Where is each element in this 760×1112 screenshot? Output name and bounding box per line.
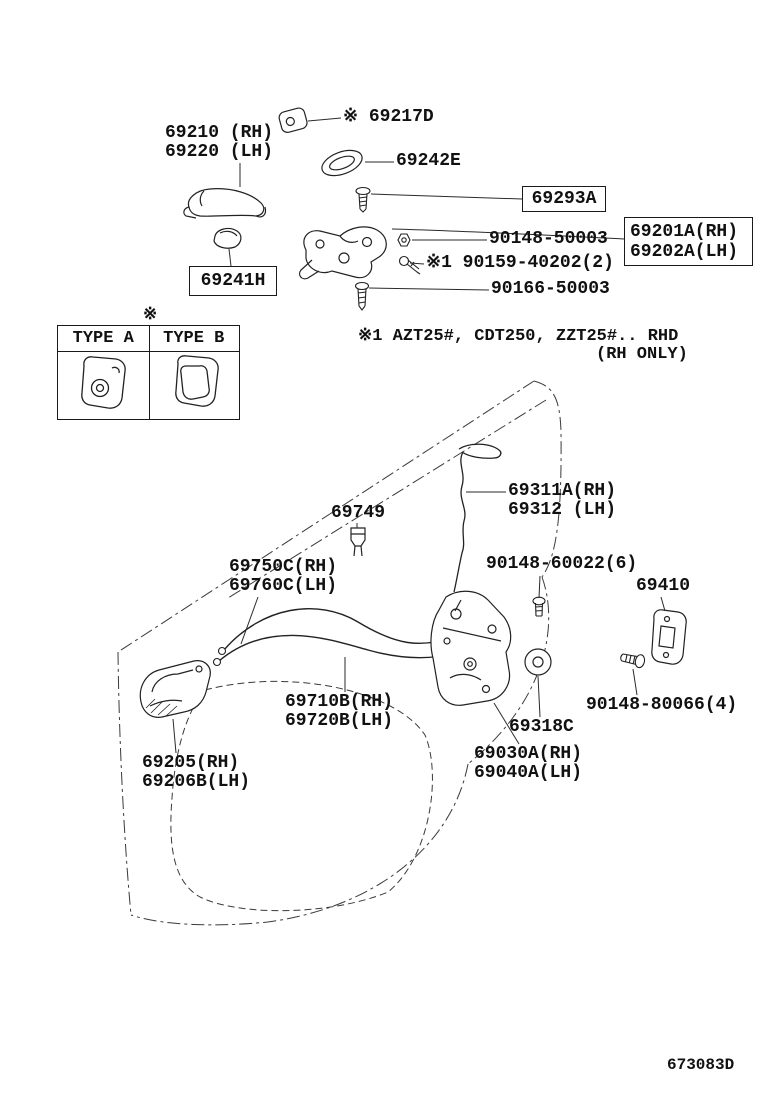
door-inner-panel-opening <box>170 680 433 912</box>
part-number-90159-40202: ※1 90159-40202(2) <box>426 253 614 273</box>
part-number-90148-80066: 90148-80066(4) <box>586 695 738 715</box>
handle-frame-69201a <box>298 226 387 280</box>
bolt-90148-50003 <box>397 233 411 247</box>
part-number-69318c: 69318C <box>509 717 574 737</box>
type-table: TYPE A TYPE B <box>57 325 240 420</box>
screw-90159-40202 <box>398 255 421 275</box>
part-number-69311a: 69311A(RH) <box>508 481 617 501</box>
part-number-69410: 69410 <box>636 576 691 596</box>
handle-gasket-69242e <box>321 149 363 177</box>
bolt-90148-80066 <box>620 653 646 669</box>
part-number-69205: 69205(RH) <box>142 753 240 773</box>
part-number-69201a: 69201A(RH) <box>630 221 739 242</box>
grommet-69318c <box>524 648 552 676</box>
part-number-69202a: 69202A(LH) <box>630 241 739 262</box>
part-number-69750c: 69750C(RH) <box>229 557 338 577</box>
part-number-69220: 69220 (LH) <box>165 142 274 162</box>
type-b-icon <box>175 355 219 407</box>
part-number-box-69241h: 69241H <box>189 266 277 296</box>
type-a-header: TYPE A <box>72 329 134 348</box>
outside-handle-69210 <box>183 188 267 219</box>
part-number-69710b: 69710B(RH) <box>285 692 394 712</box>
part-number-69210: 69210 (RH) <box>165 123 274 143</box>
part-number-90148-60022: 90148-60022(6) <box>486 554 638 574</box>
rod-clip-69749 <box>350 527 366 557</box>
part-number-69312: 69312 (LH) <box>508 500 617 520</box>
document-number: 673083D <box>667 1056 735 1074</box>
screw-69293a <box>355 186 371 213</box>
screw-90166-50003 <box>354 281 370 311</box>
applicability-note-line2: (RH ONLY) <box>596 345 688 364</box>
door-lock-assembly-69030a <box>430 590 512 706</box>
part-number-69720b: 69720B(LH) <box>285 711 394 731</box>
part-number-69242e: 69242E <box>396 151 461 171</box>
lock-link-rod-69311a <box>453 443 502 593</box>
part-number-69217d: ※ 69217D <box>343 107 434 127</box>
part-number-69293a: 69293A <box>531 189 597 209</box>
door-outline <box>117 380 562 926</box>
part-number-69749: 69749 <box>331 503 386 523</box>
part-number-box-69293a: 69293A <box>522 186 606 212</box>
part-number-69241h: 69241H <box>200 271 266 291</box>
part-number-90166-50003: 90166-50003 <box>491 279 610 299</box>
leader-lines <box>172 117 666 754</box>
type-table-header-row: TYPE A TYPE B <box>58 326 239 352</box>
bolt-90148-60022 <box>532 596 546 617</box>
part-number-69040a: 69040A(LH) <box>474 763 583 783</box>
type-a-icon <box>81 356 126 409</box>
inside-handle-69205 <box>139 660 211 718</box>
type-b-header: TYPE B <box>163 329 225 348</box>
key-cylinder-cover-69217d <box>278 107 308 133</box>
part-number-69206b: 69206B(LH) <box>142 772 251 792</box>
part-number-box-69201a: 69201A(RH) 69202A(LH) <box>624 217 753 266</box>
applicability-note-line1: ※1 AZT25#, CDT250, ZZT25#.. RHD <box>358 327 679 346</box>
handle-pad-69241h-part <box>213 227 242 249</box>
part-number-90148-50003: 90148-50003 <box>489 229 608 249</box>
part-number-69030a: 69030A(RH) <box>474 744 583 764</box>
table-asterisk-marker: ※ <box>143 306 158 325</box>
striker-plate-69410 <box>651 609 687 665</box>
part-number-69760c: 69760C(LH) <box>229 576 338 596</box>
type-table-divider <box>148 326 150 419</box>
